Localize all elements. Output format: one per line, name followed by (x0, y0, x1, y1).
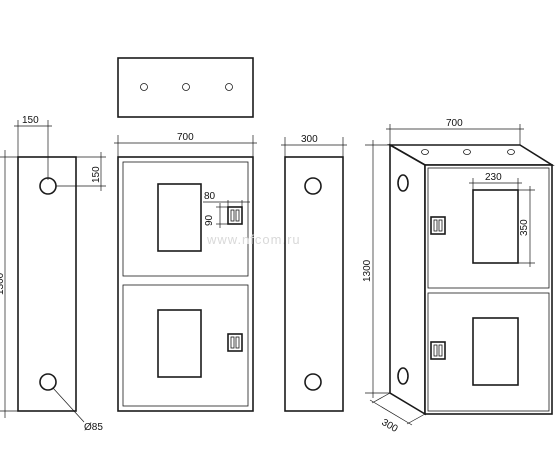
left-side-outline (17, 156, 77, 412)
lock-icon (430, 341, 446, 360)
dim-iso-window-width: 230 (485, 172, 502, 183)
dim-window-height: 90 (204, 214, 215, 226)
dim-left-height: 1300 (0, 272, 6, 295)
hole-icon (463, 149, 471, 155)
top-view-outline (117, 57, 254, 118)
hole-icon (397, 367, 409, 385)
dim-hole-offset: 150 (91, 166, 102, 183)
dim-hole-diameter: Ø85 (84, 422, 103, 433)
hole-icon (225, 83, 233, 91)
front-outline (117, 156, 254, 412)
hole-icon (304, 177, 322, 195)
dim-front-width: 700 (177, 132, 194, 143)
left-side-view: 150 150 1300 Ø85 (0, 115, 106, 433)
lock-icon (227, 206, 243, 225)
iso-lower-window (472, 317, 519, 386)
hole-icon (304, 373, 322, 391)
iso-upper-window (472, 189, 519, 264)
watermark: www.nfcom.ru (206, 232, 301, 247)
dim-iso-width: 700 (446, 118, 463, 129)
hole-icon (140, 83, 148, 91)
hole-icon (182, 83, 190, 91)
right-side-outline (284, 156, 344, 412)
lower-door (122, 284, 249, 407)
lower-window (157, 309, 202, 378)
right-side-view: 300 (281, 134, 347, 412)
dim-iso-depth: 300 (380, 417, 400, 435)
dim-iso-height: 1300 (362, 259, 373, 282)
dim-side-width: 150 (22, 115, 39, 126)
iso-upper-door (427, 167, 550, 289)
top-view (117, 57, 254, 118)
dim-window-width: 80 (204, 191, 216, 202)
hole-icon (39, 177, 57, 195)
lock-icon (430, 216, 446, 235)
iso-lower-door (427, 292, 550, 412)
hole-icon (507, 149, 515, 155)
iso-front-face (424, 164, 553, 415)
hole-icon (421, 149, 429, 155)
dim-iso-window-height: 350 (519, 219, 530, 236)
dim-depth: 300 (301, 134, 318, 145)
hole-icon (39, 373, 57, 391)
front-view: 700 80 90 (114, 132, 257, 412)
hole-icon (397, 174, 409, 192)
upper-window (157, 183, 202, 252)
isometric-view: 700 230 350 1300 300 (362, 118, 555, 435)
lock-icon (227, 333, 243, 352)
upper-door (122, 161, 249, 277)
